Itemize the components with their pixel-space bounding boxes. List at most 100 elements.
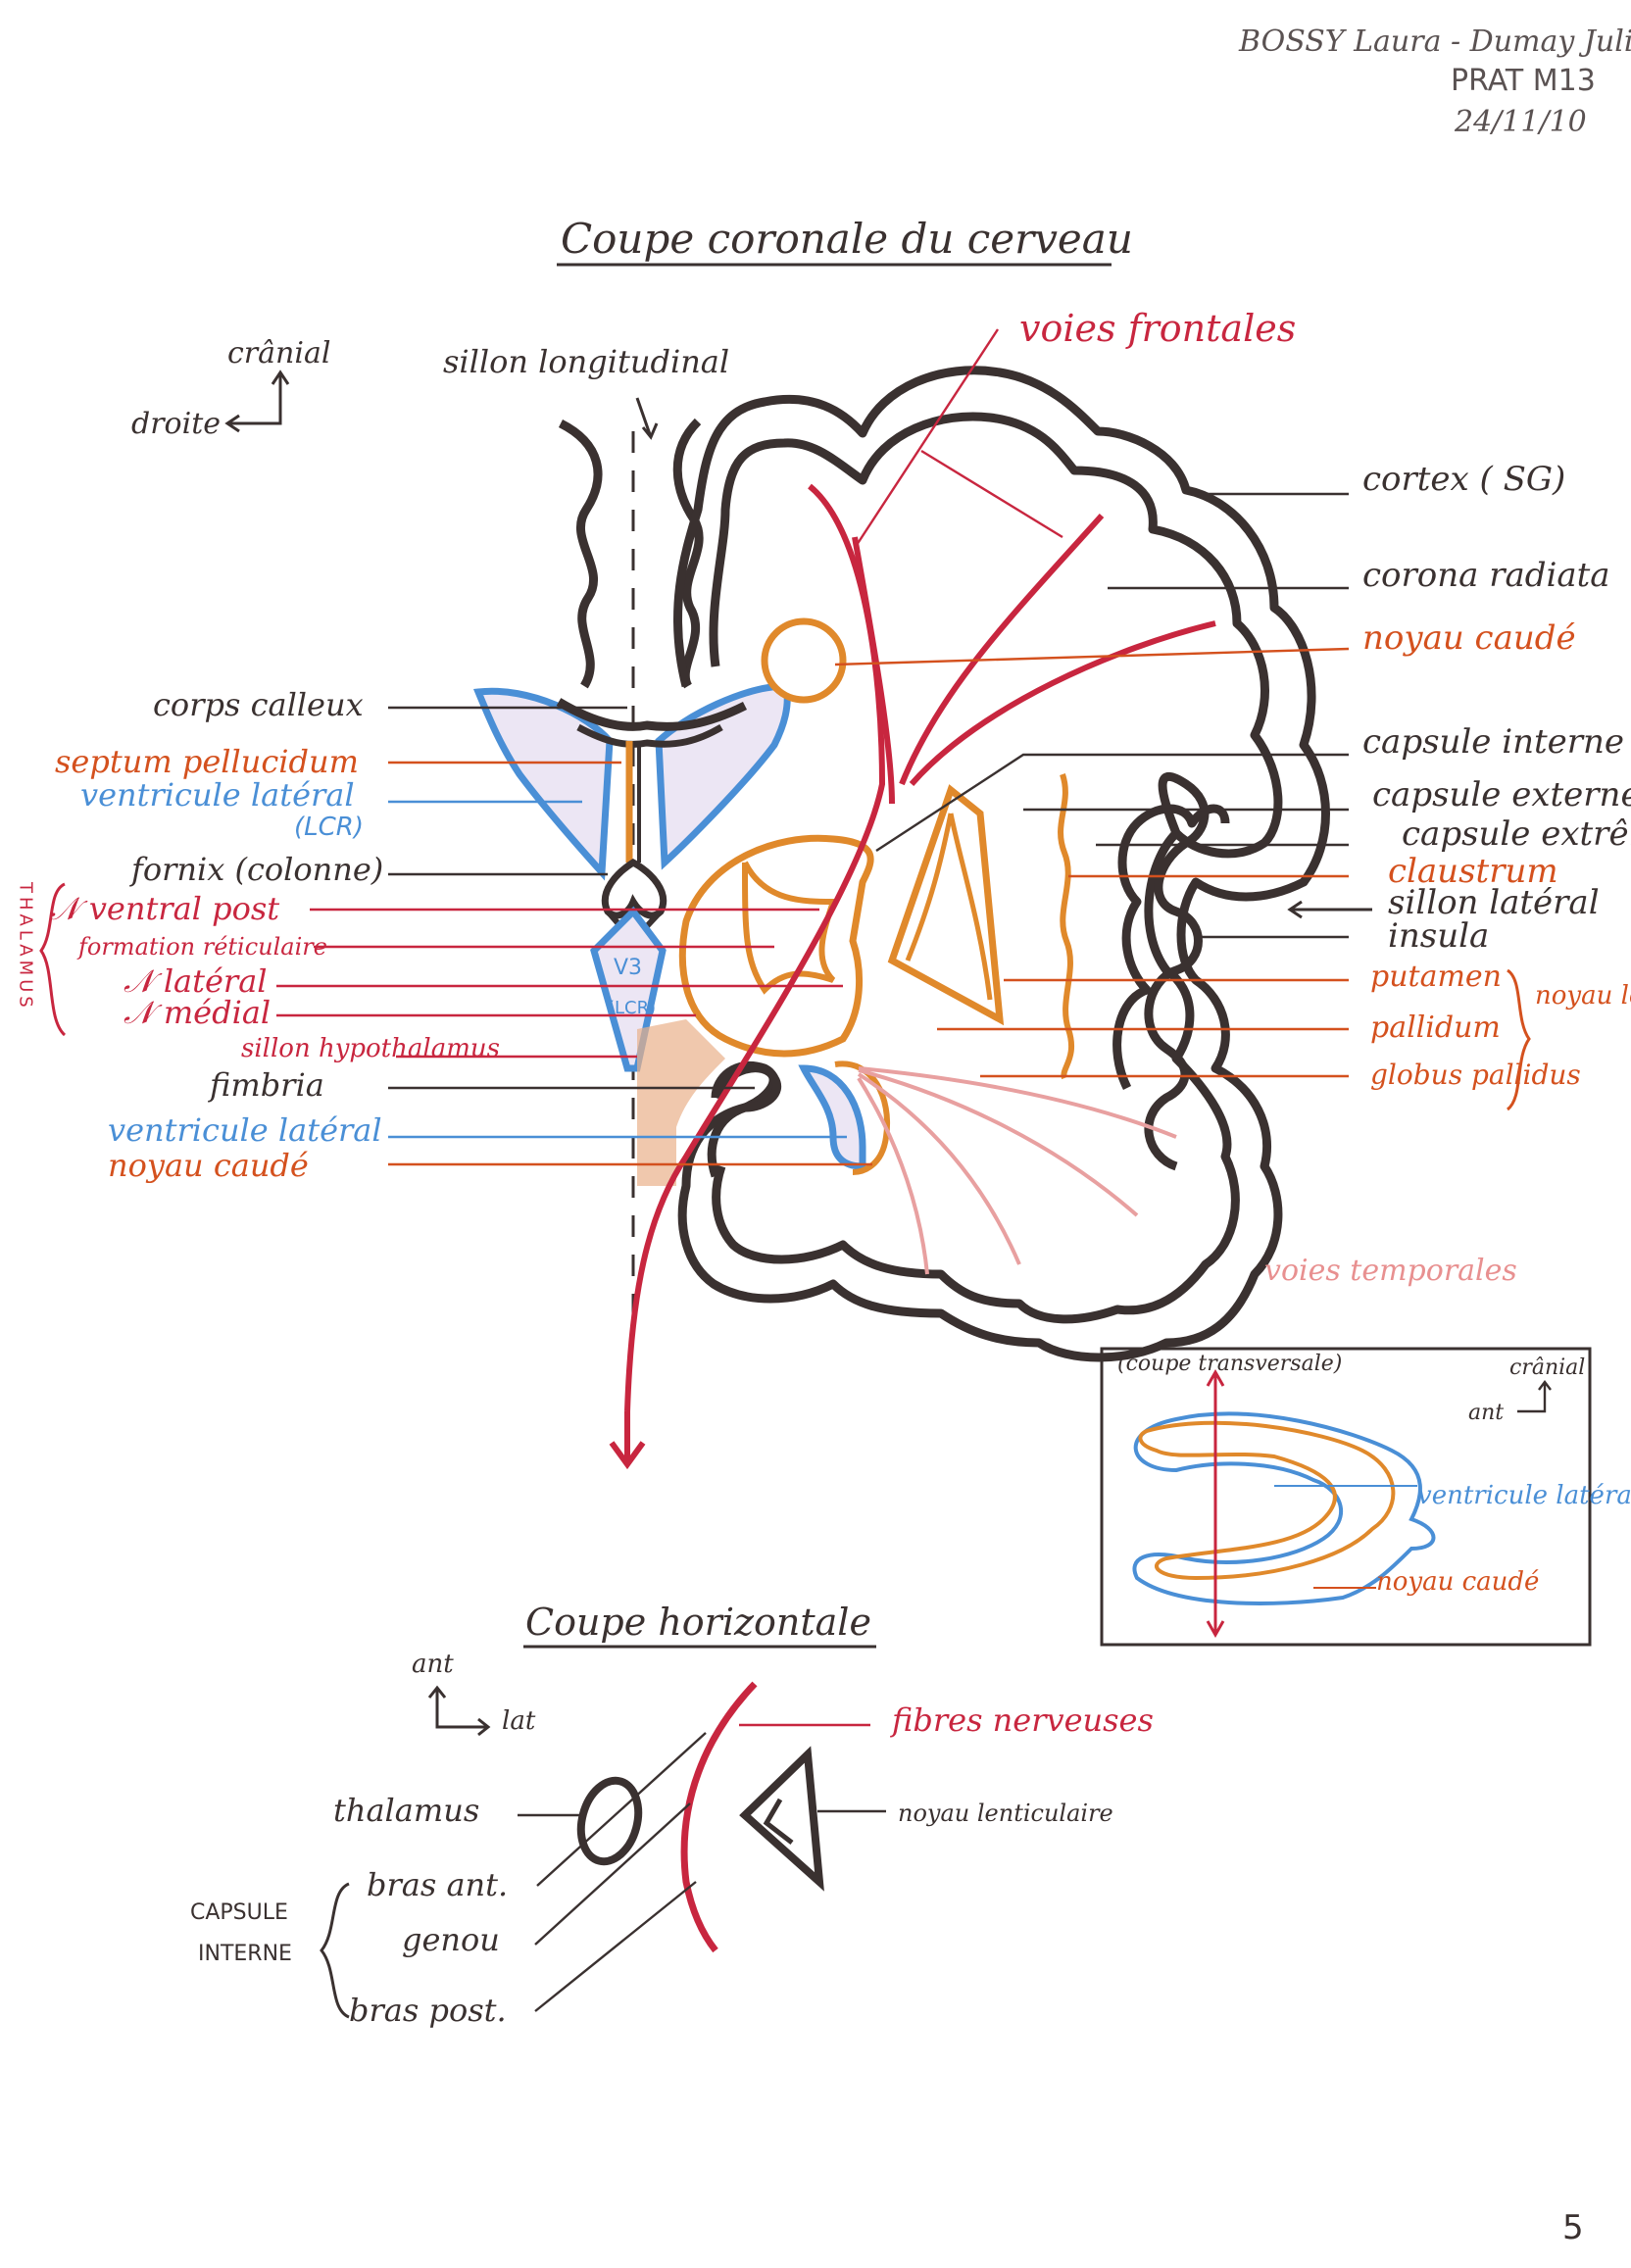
label-thalamus-h: thalamus — [333, 1792, 479, 1829]
temporal-fibre-3 — [857, 1076, 929, 1275]
label-sillon-hypothalamus: sillon hypothalamus — [241, 1034, 500, 1063]
temporal-fibre-4 — [858, 1066, 1177, 1139]
page-number: 5 — [1562, 2208, 1584, 2247]
claustrum-line — [1058, 773, 1075, 1080]
label-fornix: fornix (colonne) — [129, 851, 383, 888]
thalamus-outline — [678, 834, 874, 1058]
inset-caudate — [1138, 1420, 1396, 1581]
right-labels: voies frontales cortex ( SG) corona radi… — [1019, 307, 1631, 1288]
label-lcr: (LCR) — [294, 813, 364, 842]
label-fimbria: fimbria — [208, 1066, 324, 1104]
insula-fold-inner — [1112, 804, 1230, 1091]
temporal-fibres — [857, 1066, 1177, 1275]
descending-fibre — [624, 483, 886, 1412]
label-voies-temporales: voies temporales — [1264, 1254, 1517, 1288]
fornix-columns — [601, 858, 667, 919]
label-corona-radiata: corona radiata — [1362, 556, 1610, 595]
label-noyau-lenticulaire-h: noyau lenticulaire — [898, 1800, 1113, 1827]
label-interne: INTERNE — [198, 1942, 292, 1966]
frontal-fibre-2 — [899, 514, 1105, 786]
label-bras-ant: bras ant. — [367, 1866, 508, 1903]
label-septum: septum pellucidum — [55, 743, 359, 780]
hemisphere-outline — [673, 366, 1330, 1362]
horizontal-title: Coupe horizontale — [525, 1601, 871, 1644]
capsule-brace — [320, 1882, 350, 2019]
sillon-lateral-arrow-icon — [1287, 900, 1372, 919]
label-formation-reticulaire: formation réticulaire — [76, 933, 327, 961]
hypothalamus-shading — [637, 1019, 725, 1186]
inset-label-caude: noyau caudé — [1376, 1567, 1539, 1597]
leader-voies-frontales — [855, 328, 1000, 546]
label-capsule: CAPSULE — [190, 1900, 288, 1925]
label-corps-calleux: corps calleux — [153, 686, 364, 723]
label-fibres-nerveuses: fibres nerveuses — [890, 1701, 1154, 1739]
label-insula: insula — [1388, 916, 1489, 956]
label-genou: genou — [402, 1921, 500, 1958]
inset-border — [1100, 1347, 1592, 1647]
inset-label-ventricule: ventricule latéral — [1417, 1481, 1631, 1510]
label-ventricule-lateral-2: ventricule latéral — [108, 1111, 382, 1149]
leader-voies-frontales-2 — [920, 449, 1063, 539]
lentiform-triangle-inner — [763, 1798, 794, 1845]
orientation-cranial-label: crânial — [227, 336, 330, 370]
inset-title: (coupe transversale) — [1117, 1352, 1342, 1376]
label-bras-post: bras post. — [349, 1992, 507, 2029]
label-cortex: cortex ( SG) — [1362, 460, 1565, 499]
label-sillon-longitudinal: sillon longitudinal — [443, 343, 729, 380]
label-nx-lateral: 𝒩 latéral — [124, 962, 268, 1000]
orientation-arrows-icon — [224, 370, 290, 433]
horizontal-leaders — [518, 1723, 886, 2012]
orientation-droite-label: droite — [131, 407, 221, 441]
frontal-fibre-1 — [852, 536, 895, 805]
leader-noyau-caude — [834, 647, 1350, 666]
leader-genou — [534, 1802, 691, 1946]
horizontal-labels: fibres nerveuses thalamus noyau lenticul… — [333, 1701, 1154, 2029]
label-putamen: putamen — [1370, 960, 1502, 994]
caudate-head — [761, 617, 847, 704]
lentiform-inner — [905, 813, 993, 1001]
fibres-nerveuses-curve — [680, 1681, 758, 1953]
inset-ventricle — [1132, 1411, 1436, 1605]
inset-plane-arrowheads-icon — [1206, 1368, 1225, 1639]
projection-fibres — [609, 483, 1216, 1470]
horizontal-orientation-icon — [427, 1685, 491, 1737]
label-globus-pallidus: globus pallidus — [1370, 1059, 1581, 1091]
thalamus-vertical-label: THALAMUS — [16, 881, 36, 1011]
temporal-fibre-2 — [857, 1072, 1021, 1265]
label-pallidum: pallidum — [1370, 1011, 1501, 1045]
label-noyau-caude: noyau caudé — [1362, 618, 1576, 658]
inset-orientation-icon — [1517, 1380, 1552, 1413]
label-sillon-lateral: sillon latéral — [1388, 883, 1600, 922]
insula-fold — [1144, 771, 1210, 1171]
lenticulaire-brace — [1506, 968, 1531, 1111]
inset-ant: ant — [1468, 1401, 1504, 1425]
authors-text: BOSSY Laura - Dumay Julie — [1238, 25, 1631, 59]
label-noyau-lenticulaire: noyau lenticulaire — [1535, 981, 1631, 1011]
horizontal-lat-label: lat — [502, 1706, 536, 1736]
cortex-outer — [673, 366, 1330, 1362]
corpus-callosum-lower — [576, 723, 723, 748]
label-nx-ventral-post: 𝒩 ventral post — [49, 890, 279, 927]
label-capsule-interne: capsule interne — [1362, 722, 1624, 762]
thalamus-brace — [39, 882, 67, 1037]
label-voies-frontales: voies frontales — [1019, 307, 1296, 350]
course-text: PRAT M13 — [1451, 64, 1596, 98]
v3-lcr-label: (LCR) — [608, 998, 656, 1018]
temporal-lobe-inner — [707, 1103, 747, 1178]
left-labels: corps calleux septum pellucidum ventricu… — [49, 686, 500, 1184]
label-nx-medial: 𝒩 médial — [124, 994, 271, 1031]
thalamus-internal-lamina — [742, 861, 838, 995]
corpus-callosum — [556, 698, 748, 731]
date-text: 24/11/10 — [1454, 105, 1587, 139]
lentiform-triangle — [739, 1746, 824, 1892]
label-capsule-externe: capsule externe — [1372, 775, 1631, 814]
coronal-title: Coupe coronale du cerveau — [561, 215, 1133, 263]
inset-cranial: crânial — [1509, 1356, 1585, 1380]
leader-capsule-interne — [875, 753, 1349, 853]
fimbria-hook — [711, 1063, 781, 1112]
horizontal-ant-label: ant — [412, 1650, 454, 1679]
right-hemisphere-medial-cortex — [672, 418, 704, 689]
v3-label: V3 — [614, 956, 642, 980]
cortex-inner — [709, 412, 1283, 1324]
